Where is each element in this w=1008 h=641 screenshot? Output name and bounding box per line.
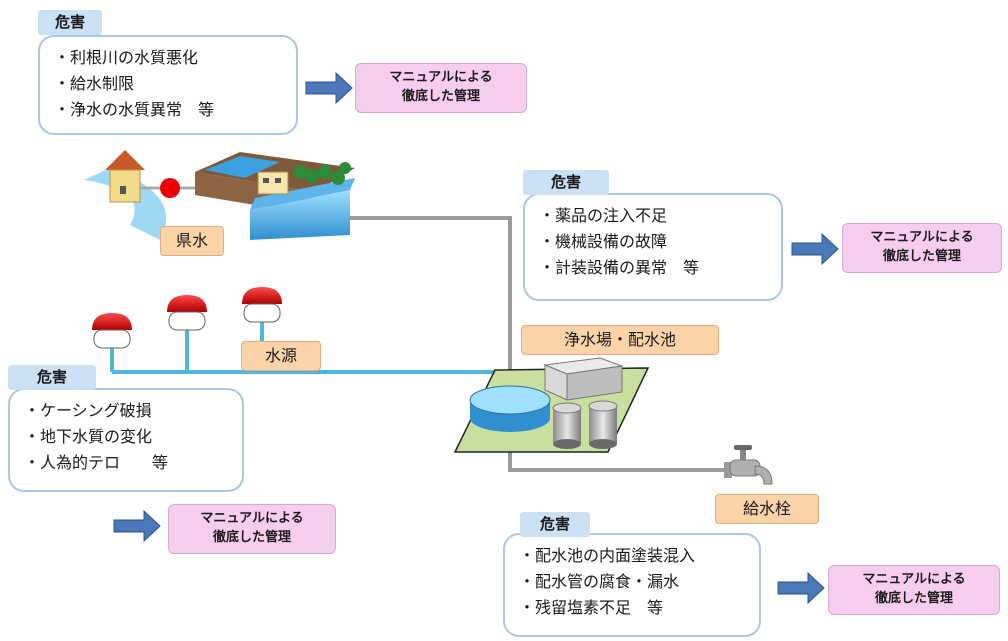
- label-prefectural-water: 県水: [160, 226, 224, 256]
- well-icon: [242, 287, 282, 323]
- hazard-item: ・薬品の注入不足: [539, 206, 668, 225]
- hazard-item: ・配水管の腐食・漏水: [519, 572, 680, 591]
- hazard-box-source: ・ケーシング破損 ・地下水質の変化 ・人為的テロ 等: [8, 388, 244, 492]
- manual-box-prefecture: マニュアルによる 徹底した管理: [355, 63, 527, 113]
- label-tap: 給水栓: [715, 494, 819, 524]
- hazard-item: ・機械設備の故障: [539, 232, 668, 251]
- hazard-item: ・ケーシング破損: [24, 401, 152, 420]
- manual-line: マニュアルによる: [870, 230, 974, 245]
- manual-line: 徹底した管理: [401, 89, 480, 104]
- hazard-item: ・配水池の内面塗装混入: [519, 546, 696, 565]
- river: [84, 168, 167, 240]
- water-tower-icon: [105, 150, 145, 203]
- hazard-item: ・計装設備の異常 等: [539, 258, 700, 277]
- hazard-tag-distribution: 危害: [520, 512, 590, 537]
- hazard-item: ・残留塩素不足 等: [519, 598, 664, 617]
- hazard-box-prefecture: ・利根川の水質悪化 ・給水制限 ・浄水の水質異常 等: [38, 35, 298, 135]
- label-plant: 浄水場・配水池: [521, 325, 719, 355]
- purification-plant: [453, 357, 650, 453]
- building-icon: [543, 357, 623, 401]
- manual-box-distribution: マニュアルによる 徹底した管理: [828, 565, 1000, 615]
- manual-line: マニュアルによる: [389, 70, 493, 85]
- hazard-box-plant: ・薬品の注入不足 ・機械設備の故障 ・計装設備の異常 等: [523, 193, 783, 301]
- faucet-icon: [724, 445, 773, 485]
- reservoir-icon: [469, 385, 551, 432]
- well-icon: [167, 295, 207, 331]
- hazard-tag-plant: 危害: [523, 170, 609, 195]
- tank-icon: [552, 402, 582, 449]
- hazard-box-distribution: ・配水池の内面塗装混入 ・配水管の腐食・漏水 ・残留塩素不足 等: [503, 533, 761, 637]
- manual-line: 徹底した管理: [882, 249, 961, 264]
- pump-icon: [160, 178, 180, 198]
- right-arrow-icon: [113, 509, 161, 543]
- label-water-source: 水源: [241, 341, 321, 371]
- hazard-item: ・給水制限: [54, 74, 135, 93]
- well-icon: [92, 313, 132, 349]
- hazard-item: ・人為的テロ 等: [24, 453, 169, 472]
- manual-line: マニュアルによる: [862, 572, 966, 587]
- prefectural-water-facility: [84, 150, 355, 240]
- hazard-item: ・地下水質の変化: [24, 427, 153, 446]
- right-arrow-icon: [777, 571, 825, 605]
- tank-icon: [588, 400, 618, 449]
- hazard-item: ・浄水の水質異常 等: [54, 100, 215, 119]
- manual-box-source: マニュアルによる 徹底した管理: [168, 504, 336, 554]
- source-pipe: [110, 322, 500, 374]
- manual-line: 徹底した管理: [212, 530, 291, 545]
- hazard-tag-source: 危害: [8, 365, 96, 390]
- manual-box-plant: マニュアルによる 徹底した管理: [842, 223, 1002, 273]
- right-arrow-icon: [305, 71, 353, 105]
- supply-pipe: [348, 216, 728, 472]
- manual-line: 徹底した管理: [874, 591, 953, 606]
- manual-line: マニュアルによる: [200, 511, 304, 526]
- hazard-item: ・利根川の水質悪化: [54, 48, 199, 67]
- right-arrow-icon: [791, 232, 839, 266]
- hazard-tag-prefecture: 危害: [38, 10, 102, 35]
- treatment-plant-icon: [195, 152, 355, 240]
